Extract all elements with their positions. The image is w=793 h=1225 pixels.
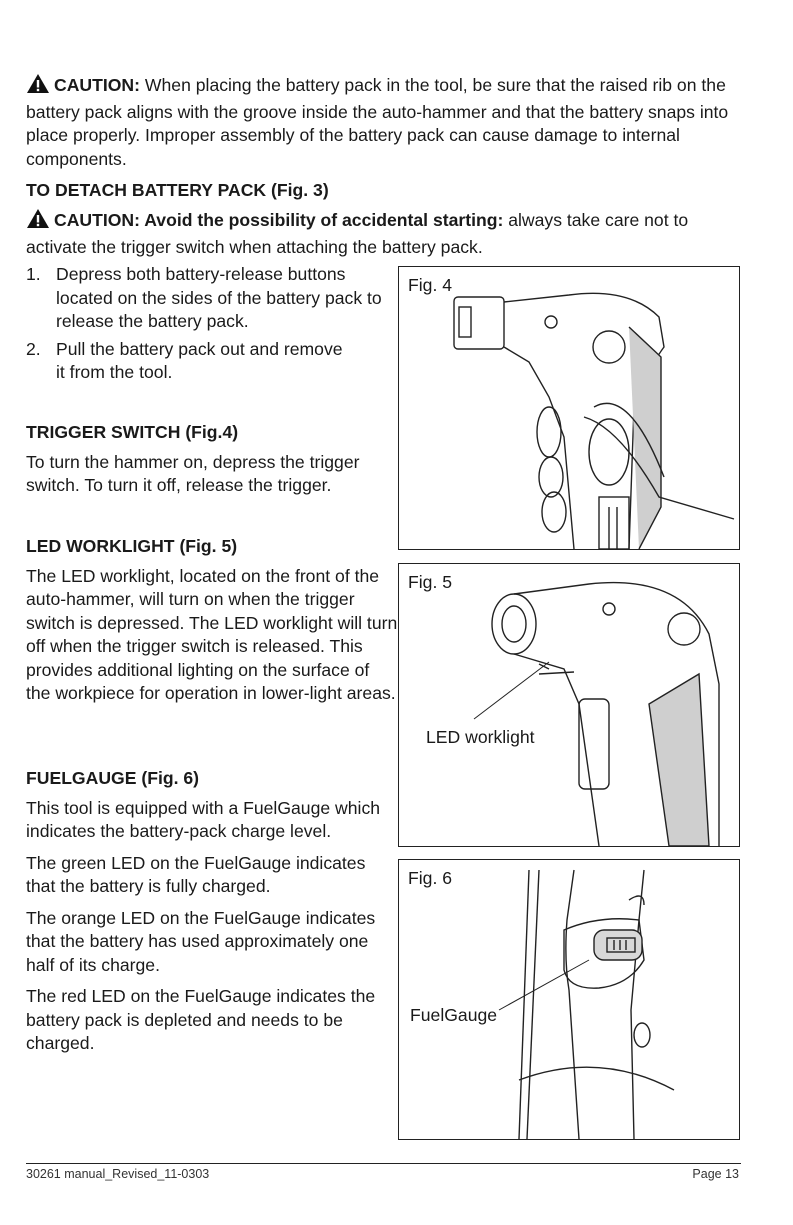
step-text: Depress both battery-release buttons loc… bbox=[56, 264, 382, 331]
trigger-section: TRIGGER SWITCH (Fig.4) To turn the hamme… bbox=[26, 421, 396, 506]
fuelgauge-callout: FuelGauge bbox=[410, 1005, 498, 1025]
step-number: 2. bbox=[26, 338, 41, 359]
figure-6: Fig. 6 FuelGauge bbox=[398, 859, 740, 1140]
step-number: 1. bbox=[26, 264, 41, 284]
led-worklight-callout: LED worklight bbox=[426, 727, 535, 747]
fuel-section: FUELGAUGE (Fig. 6) This tool is equipped… bbox=[26, 767, 391, 1064]
fig-5-label: Fig. 5 bbox=[408, 572, 453, 592]
trigger-text: To turn the hammer on, depress the trigg… bbox=[26, 451, 360, 496]
led-heading: LED WORKLIGHT (Fig. 5) bbox=[26, 536, 238, 556]
warning-icon bbox=[26, 73, 50, 101]
page-number: Page 13 bbox=[692, 1167, 739, 1181]
caution-paragraph: CAUTION: When placing the battery pack i… bbox=[26, 73, 746, 171]
detach-heading: TO DETACH BATTERY PACK (Fig. 3) bbox=[26, 180, 329, 200]
footer-divider bbox=[26, 1163, 741, 1164]
led-section: LED WORKLIGHT (Fig. 5) The LED worklight… bbox=[26, 535, 398, 714]
fuelgauge-illustration bbox=[498, 869, 675, 1139]
detach-caution: CAUTION: Avoid the possibility of accide… bbox=[26, 208, 746, 259]
detach-caution-label: CAUTION: Avoid the possibility of accide… bbox=[54, 210, 504, 230]
fuel-text-1: This tool is equipped with a FuelGauge w… bbox=[26, 797, 381, 842]
fuel-text-3: The orange LED on the FuelGauge indicate… bbox=[26, 907, 376, 975]
caution-text: When placing the battery pack in the too… bbox=[26, 75, 729, 169]
caution-label: CAUTION: bbox=[54, 75, 141, 95]
fig-6-label: Fig. 6 bbox=[408, 868, 453, 888]
detach-caution-text: always take care not to activate the tri… bbox=[26, 210, 689, 257]
led-text: The LED worklight, located on the front … bbox=[26, 565, 398, 704]
figure-5: Fig. 5 LED worklight bbox=[398, 563, 740, 847]
footer-doc-id: 30261 manual_Revised_11-0303 bbox=[26, 1167, 210, 1181]
warning-icon bbox=[26, 208, 50, 236]
led-illustration bbox=[473, 581, 720, 846]
figure-4: Fig. 4 bbox=[398, 266, 740, 550]
list-item: 1. Depress both battery-release buttons … bbox=[26, 263, 396, 334]
fig-4-label: Fig. 4 bbox=[408, 275, 453, 295]
detach-steps: 1. Depress both battery-release buttons … bbox=[26, 263, 396, 385]
fuel-text-4: The red LED on the FuelGauge indicates t… bbox=[26, 986, 376, 1053]
trigger-illustration bbox=[453, 292, 735, 549]
fuel-text-2: The green LED on the FuelGauge indicates… bbox=[26, 852, 366, 897]
step-text: Pull the battery pack out and remove it … bbox=[56, 338, 343, 383]
fuel-heading: FUELGAUGE (Fig. 6) bbox=[26, 768, 199, 788]
list-item: 2. Pull the battery pack out and remove … bbox=[26, 338, 396, 385]
trigger-heading: TRIGGER SWITCH (Fig.4) bbox=[26, 422, 239, 442]
